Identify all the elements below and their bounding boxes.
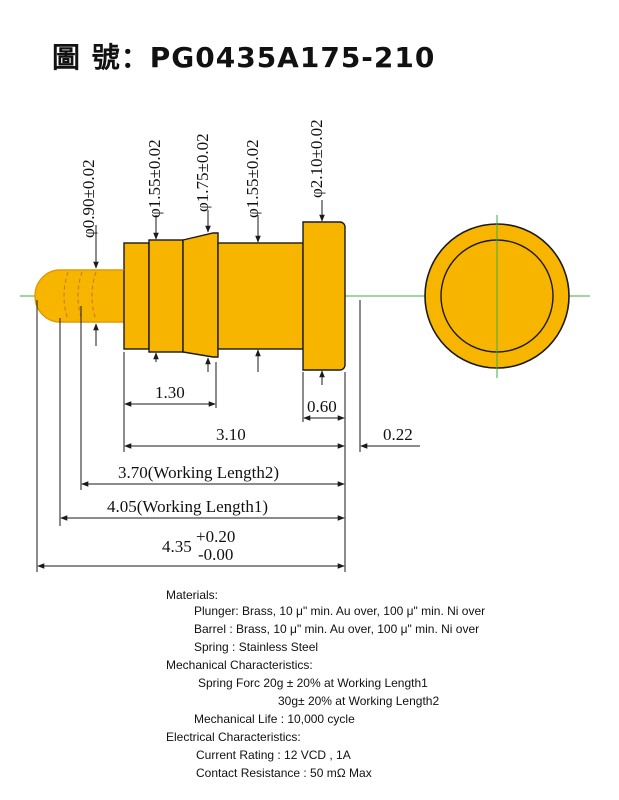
spec-contact-resistance: Contact Resistance : 50 mΩ Max	[196, 766, 372, 780]
collar	[182, 232, 219, 358]
spec-current-rating: Current Rating : 12 VCD , 1A	[196, 748, 351, 762]
dim-label-total-base: 4.35	[162, 537, 192, 556]
mechanical-heading: Mechanical Characteristics:	[166, 658, 313, 672]
dim-label-130: 1.30	[155, 383, 185, 402]
pogo-pin-drawing: φ0.90±0.02 φ1.55±0.02 φ1.75±0.02 φ1.55±0…	[20, 119, 590, 572]
plunger-tip	[34, 269, 125, 323]
dim-label-total-plus: +0.20	[196, 527, 235, 546]
dim-head-diameter: φ2.10±0.02	[307, 119, 326, 198]
barrel-head	[302, 221, 346, 371]
electrical-heading: Electrical Characteristics:	[166, 730, 301, 744]
pin-side-view	[34, 221, 346, 371]
dim-label-working-length-1: 4.05(Working Length1)	[107, 497, 268, 516]
spec-spring-force-1: Spring Forc 20g ± 20% at Working Length1	[198, 676, 428, 690]
spec-mechanical-life: Mechanical Life : 10,000 cycle	[194, 712, 355, 726]
pin-end-view	[424, 215, 570, 378]
dim-label-310: 3.10	[216, 425, 246, 444]
barrel	[217, 242, 304, 350]
dim-shoulder-diameter: φ1.55±0.02	[145, 139, 164, 218]
drawing-number-title: 圖 號：PG0435A175-210	[52, 41, 436, 74]
spec-barrel: Barrel : Brass, 10 μ" min. Au over, 100 …	[194, 622, 480, 636]
plunger-step	[148, 239, 184, 353]
dim-label-022: 0.22	[383, 425, 413, 444]
extension-lines	[36, 300, 361, 572]
spec-spring: Spring : Stainless Steel	[194, 640, 319, 654]
dim-label-total-minus: -0.00	[198, 545, 233, 564]
dim-tip-diameter: φ0.90±0.02	[79, 159, 98, 238]
spec-plunger: Plunger: Brass, 10 μ" min. Au over, 100 …	[194, 604, 486, 618]
dim-label-working-length-2: 3.70(Working Length2)	[118, 463, 279, 482]
materials-heading: Materials:	[166, 588, 219, 602]
dim-barrel-diameter: φ1.55±0.02	[243, 139, 262, 218]
spec-spring-force-2: 30g± 20% at Working Length2	[278, 694, 440, 708]
dim-label-060: 0.60	[307, 397, 337, 416]
plunger-shoulder	[123, 242, 150, 350]
dim-collar-diameter: φ1.75±0.02	[193, 133, 212, 212]
